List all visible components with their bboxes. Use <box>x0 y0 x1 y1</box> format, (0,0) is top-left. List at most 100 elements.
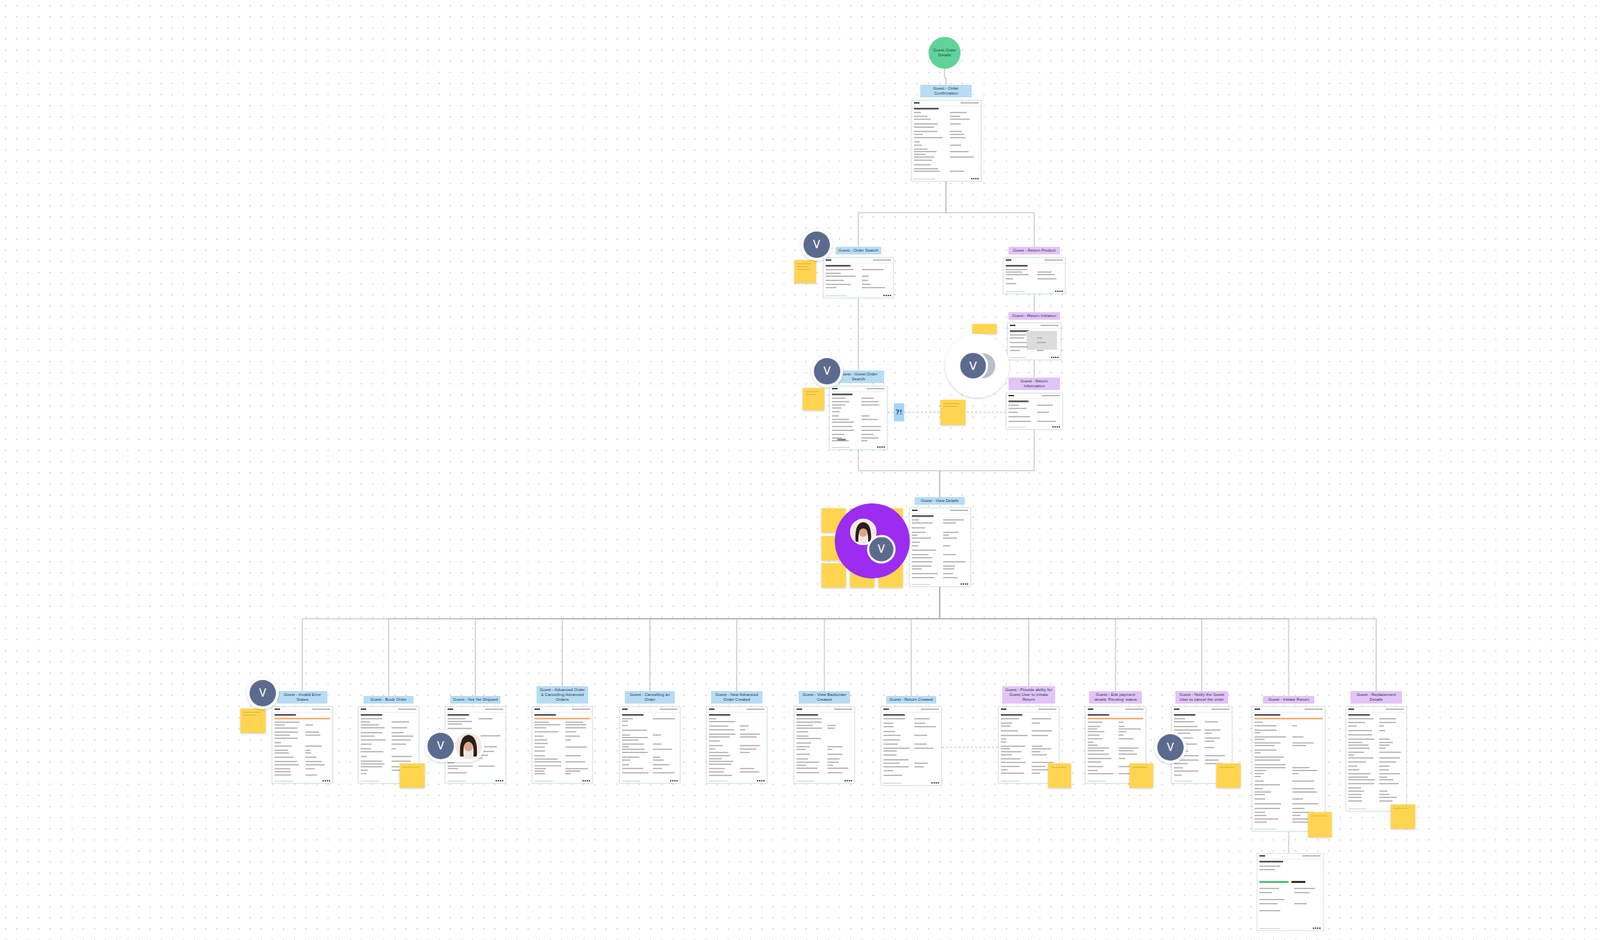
ui-bar <box>565 727 586 729</box>
ui-bar <box>622 752 648 754</box>
ui-dot <box>410 779 413 782</box>
screen-mockup <box>909 507 971 587</box>
ui-bar <box>913 116 928 118</box>
ui-bar <box>831 397 846 399</box>
sticky-note <box>850 508 875 533</box>
sticky-note <box>1390 804 1416 829</box>
ui-dot <box>848 779 851 782</box>
ui-bar <box>444 711 506 714</box>
ui-bar <box>708 752 729 754</box>
ui-bar <box>831 387 838 390</box>
screen-mockup <box>998 706 1060 784</box>
ui-bar <box>1173 754 1199 757</box>
flow-connector <box>1034 294 1035 313</box>
ui-bar <box>1000 780 1019 782</box>
ui-bar <box>913 168 939 170</box>
screen-card: Guest - Invalid Error States <box>271 690 333 784</box>
ui-bar <box>825 280 844 282</box>
ui-bar <box>883 774 903 777</box>
ui-bar <box>305 745 322 747</box>
ui-bar <box>1000 754 1012 756</box>
ui-bar <box>1031 751 1041 753</box>
screen-title-tag: Guest - Order Confirmation <box>920 84 972 98</box>
ui-bar <box>1254 790 1272 793</box>
ui-bar <box>1259 865 1281 867</box>
ui-bar <box>1005 278 1014 280</box>
flow-connector <box>858 298 860 371</box>
ui-dot <box>1057 356 1059 358</box>
ui-bar <box>1087 713 1110 716</box>
flow-connector <box>939 586 1202 691</box>
ui-bar <box>1118 757 1126 759</box>
avatar <box>813 357 841 385</box>
ui-bar <box>1008 416 1031 418</box>
ui-bar <box>822 262 894 265</box>
ui-bar <box>1348 744 1369 746</box>
ui-bar <box>1118 728 1141 730</box>
ui-bar <box>1254 749 1277 751</box>
ui-bar <box>1378 738 1390 740</box>
screen-frame <box>998 706 1060 784</box>
ui-bar <box>391 727 408 729</box>
ui-bar <box>1037 278 1058 280</box>
ui-bar <box>1254 717 1323 720</box>
ui-bar <box>391 769 404 771</box>
screen-card: Guest - Initiate Return <box>1251 695 1326 832</box>
ui-bar <box>1173 774 1182 776</box>
screen-mockup <box>357 706 420 784</box>
ui-dot <box>1398 807 1400 810</box>
ui-dot <box>881 446 883 448</box>
screen-card: Guest - Edit payment details 'Pending' s… <box>1084 690 1147 784</box>
ui-bar <box>1254 729 1277 732</box>
ui-bar <box>861 283 871 285</box>
ui-bar <box>1000 713 1023 716</box>
ui-bar <box>1037 349 1044 351</box>
ui-bar <box>622 759 631 762</box>
screen-card: Guest - Notify the Guest User to cancel … <box>1171 690 1233 784</box>
ui-dot <box>582 779 584 782</box>
avatar-ring <box>1154 731 1187 764</box>
extra-screen <box>1256 853 1325 931</box>
flow-connector <box>649 586 940 691</box>
scribble <box>1219 766 1235 768</box>
ui-bar <box>534 721 550 723</box>
ui-bar <box>1005 282 1017 285</box>
ui-bar <box>1254 818 1279 820</box>
ui-bar <box>534 772 545 775</box>
ui-bar <box>913 107 939 110</box>
ui-bar <box>1005 259 1012 261</box>
ui-bar <box>1254 814 1267 816</box>
ui-bar <box>913 762 928 764</box>
ui-bar <box>305 731 320 733</box>
ui-dot <box>670 779 672 782</box>
sticky-note <box>1048 763 1072 788</box>
ui-bar <box>943 572 953 575</box>
ui-bar <box>913 134 924 136</box>
ui-dot <box>1317 927 1319 929</box>
ui-bar <box>883 749 897 752</box>
ui-bar <box>652 734 661 737</box>
ui-bar <box>949 116 960 118</box>
scribble <box>797 266 809 267</box>
ui-bar <box>565 746 587 748</box>
ui-bar <box>1348 761 1366 763</box>
ui-bar <box>1009 330 1029 333</box>
ui-bar <box>739 771 759 773</box>
ui-bar <box>1378 717 1396 720</box>
screen-card: Guest - View Details <box>909 496 971 587</box>
screen-mockup <box>1251 706 1326 832</box>
screen-card: Guest - Book Order <box>357 695 420 784</box>
ui-bar <box>913 734 928 737</box>
ui-bar <box>861 401 879 403</box>
ui-bar <box>739 745 760 747</box>
ui-bar <box>1254 807 1281 810</box>
screen-frame <box>272 706 333 784</box>
ui-bar <box>708 740 721 742</box>
screen-title-tag: Guest - Return Created <box>886 695 937 704</box>
avatar <box>1157 733 1184 761</box>
screen-wireframe <box>1002 257 1066 295</box>
ui-bar <box>1031 761 1054 764</box>
ui-bar <box>1348 779 1375 781</box>
ui-dot <box>889 294 892 297</box>
ui-bar <box>1204 747 1215 749</box>
